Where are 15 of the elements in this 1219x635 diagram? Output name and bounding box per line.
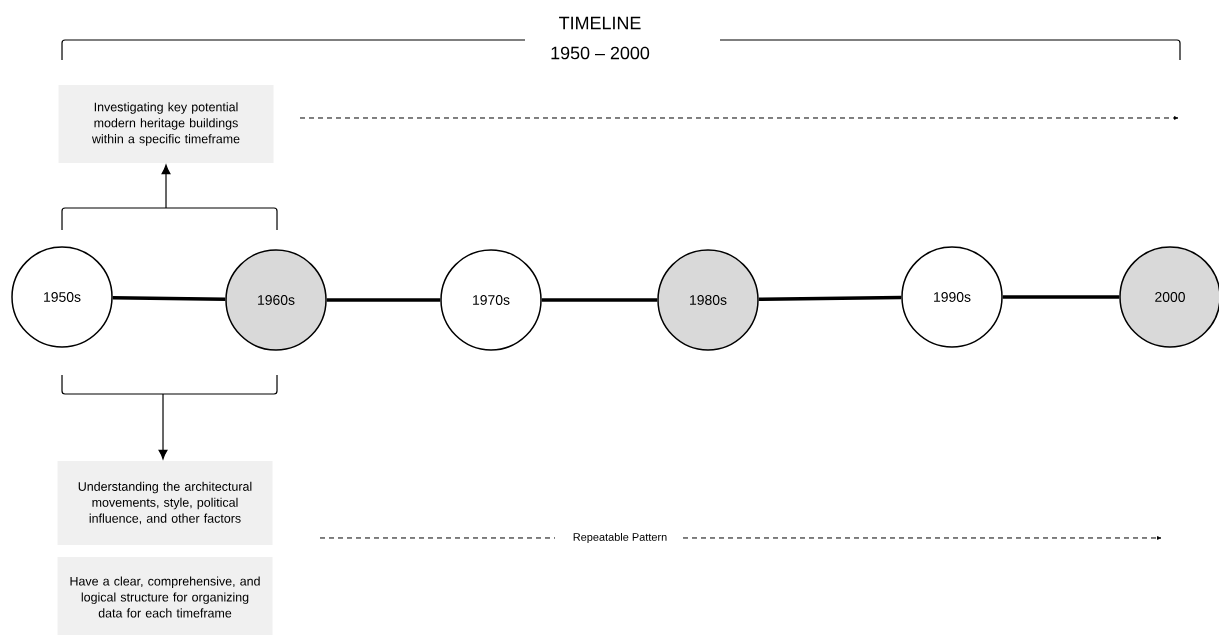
text-box: Investigating key potential modern heritage buildings within a specific timeframe [58,85,274,163]
title: TIMELINE [559,16,641,30]
connector-line [541,298,658,302]
date-range: 1950 – 2000 [551,46,650,60]
connector-line [326,298,441,302]
text-box: Understanding the architectural movements, style, political influence, and other factors [57,461,273,545]
connector-line [112,295,226,301]
arrow [161,164,171,209]
connector-line [758,295,902,302]
text-box: Have a clear, comprehensive, and logical structure for organizing data for each timeframe [57,557,273,635]
bracket [61,207,278,231]
pattern-label: Repeatable Pattern [573,532,667,544]
arrow [158,393,168,460]
bracket [61,374,278,395]
connector-line [1002,295,1120,299]
